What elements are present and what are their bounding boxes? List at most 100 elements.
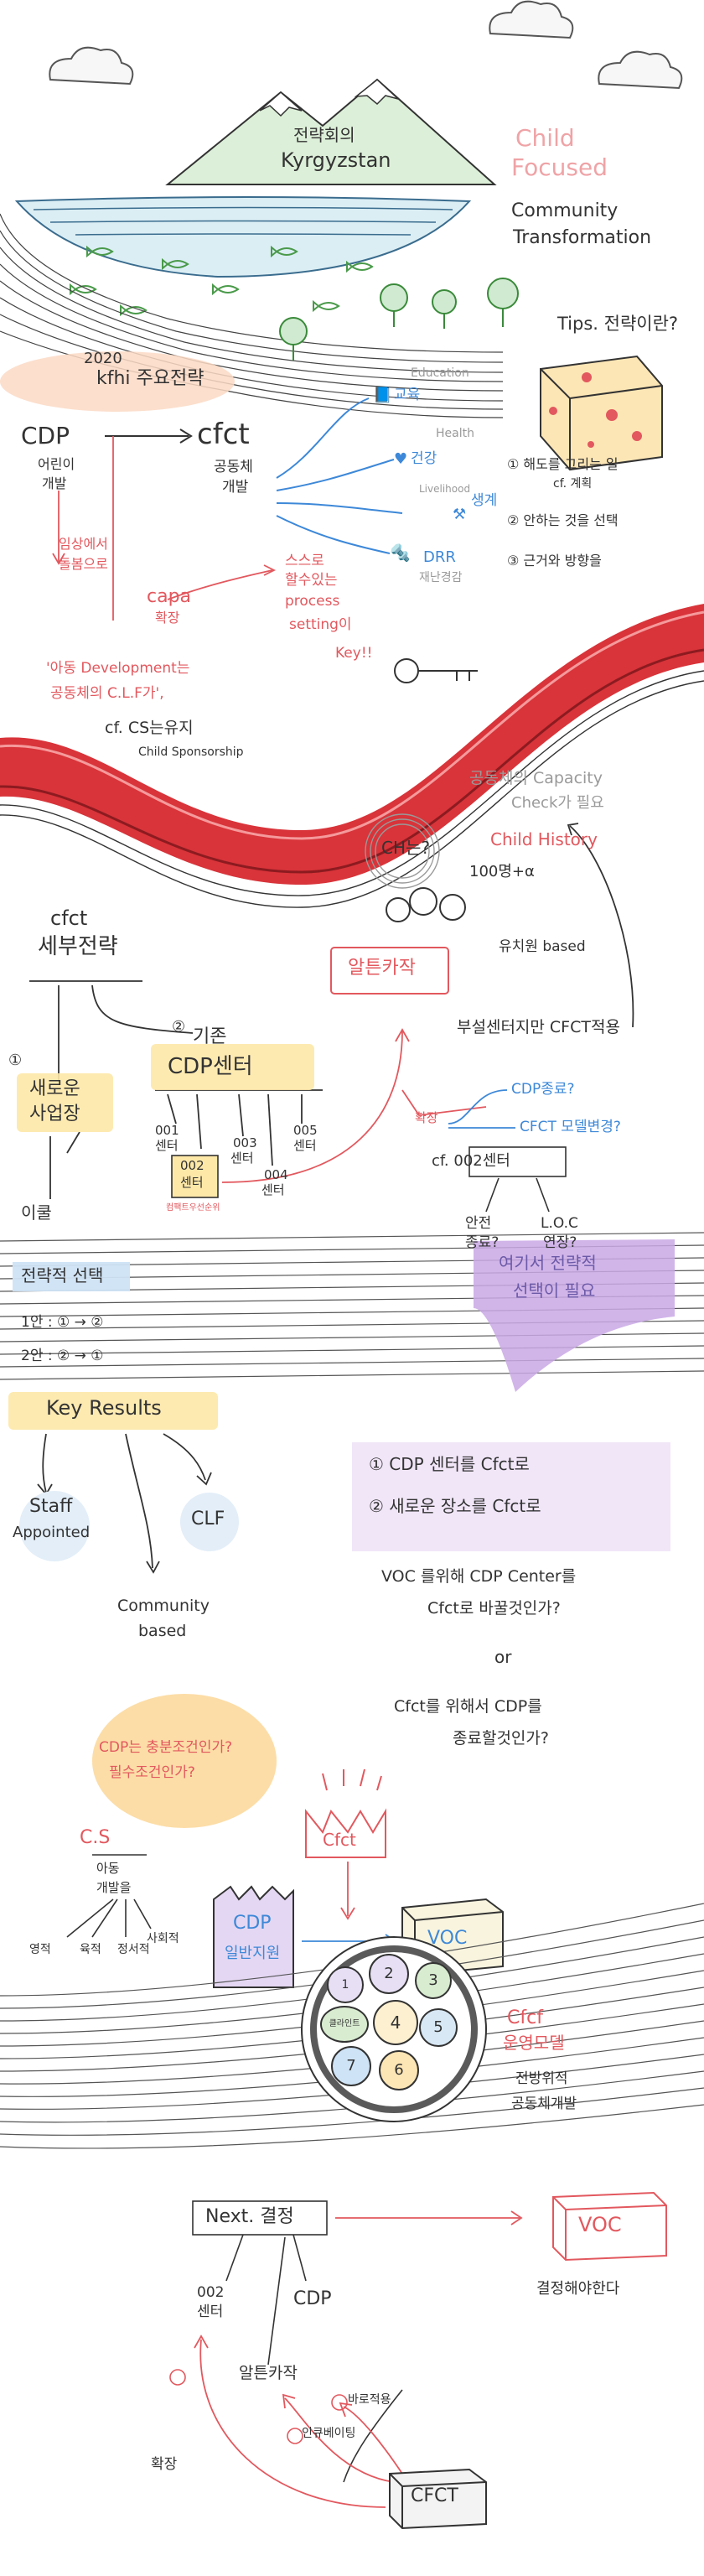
cfct-label: cfct xyxy=(197,418,250,451)
select-title: 전략적 선택 xyxy=(21,1265,104,1285)
next-int: 인큐베이팅 xyxy=(302,2427,356,2440)
highlight xyxy=(8,1392,218,1430)
model-title-2: 운영모델 xyxy=(503,2033,565,2053)
title-ko: 전략회의 xyxy=(293,125,355,145)
title-en: Kyrgyzstan xyxy=(281,148,391,172)
health-icon: ♥ xyxy=(394,450,408,468)
next-002a: 002 xyxy=(197,2284,225,2301)
select-o2: ② 새로운 장소를 Cfct로 xyxy=(369,1496,541,1516)
highlight xyxy=(0,351,235,412)
self-2: 할수있는 xyxy=(285,572,338,589)
cs-cdp-sub: 일반지원 xyxy=(225,1945,281,1962)
cs-l1: 영적 xyxy=(29,1943,51,1956)
health-en: Health xyxy=(436,427,474,440)
tree-icon xyxy=(279,278,519,361)
highlight xyxy=(19,1491,90,1561)
next-voc: VOC xyxy=(578,2213,622,2236)
tip-3: ③ 근거와 방향을 xyxy=(507,553,602,569)
question-2b: 종료할것인가? xyxy=(453,1729,549,1748)
next-title: Next. 결정 xyxy=(205,2206,294,2227)
cs-l2: 육적 xyxy=(80,1943,101,1956)
cs-cdp: CDP xyxy=(233,1913,272,1934)
children-icon xyxy=(386,887,466,922)
select-o1: ① CDP 센터를 Cfct로 xyxy=(369,1454,530,1474)
comm-1: Community xyxy=(117,1597,210,1615)
cheese-icon xyxy=(540,355,663,471)
note-a: 임상에서 xyxy=(59,536,108,552)
altoen-box: 알튼카작 xyxy=(348,958,416,979)
hammer-icon: ⚒ xyxy=(453,506,467,523)
c001b: 센터 xyxy=(155,1138,179,1153)
staff-1: Staff xyxy=(29,1496,73,1517)
health-ko: 건강 xyxy=(411,450,437,467)
yikel: 이쿨 xyxy=(21,1202,52,1223)
book-icon: 📘 xyxy=(373,387,392,404)
kinder-based: 유치원 based xyxy=(499,938,586,955)
edu-ko: 교육 xyxy=(394,387,421,403)
next-decide: 결정해야한다 xyxy=(536,2280,620,2298)
c005a: 005 xyxy=(293,1123,318,1138)
option-1: 1안 : ① → ② xyxy=(21,1314,104,1331)
c004b: 센터 xyxy=(261,1182,285,1197)
highlight xyxy=(92,1694,277,1828)
mountain-icon xyxy=(165,78,497,185)
detail-title-1: cfct xyxy=(50,906,88,930)
highlight xyxy=(330,947,449,995)
drill-icon: 🔩 xyxy=(390,543,411,563)
cloud-icon xyxy=(49,0,683,90)
cfct-change-q: CFCT 모델변경? xyxy=(520,1119,621,1135)
cfct-sub1: 공동체 xyxy=(214,459,253,475)
cs-cfct: Cfct xyxy=(323,1830,356,1850)
model-desc-1: 전방위적 xyxy=(515,2070,568,2087)
self-1: 스스로 xyxy=(285,553,324,569)
strategy-title: kfhi 주요전략 xyxy=(96,368,204,389)
new-num: ① xyxy=(8,1052,23,1069)
cs-l3: 정서적 xyxy=(117,1943,150,1956)
ground-stripes xyxy=(0,213,504,418)
question-2a: Cfct를 위해서 CDP를 xyxy=(394,1697,542,1716)
key-icon xyxy=(394,658,478,683)
cs-voc: VOC xyxy=(427,1928,468,1949)
stop-1: 안전 xyxy=(465,1215,492,1232)
next-expand: 확장 xyxy=(151,2456,178,2473)
highlight xyxy=(213,1885,294,1988)
model-circle-1: 1 xyxy=(327,1966,364,2003)
child-history: Child History xyxy=(490,829,598,849)
self-5: Key!! xyxy=(335,645,373,662)
self-4: setting이 xyxy=(289,616,352,633)
child-focused-1: Child xyxy=(515,124,575,152)
livelihood-en: Livelihood xyxy=(419,483,471,495)
crown-icon xyxy=(305,1808,386,1858)
model-circle-3: 3 xyxy=(415,1962,452,1999)
highlight xyxy=(171,1155,219,1198)
model-circle-5: 5 xyxy=(419,2008,458,2047)
model-title: Cfcf xyxy=(507,2007,543,2028)
kr-clf: CLF xyxy=(191,1509,225,1530)
highlight xyxy=(474,1239,675,1392)
new-2: 사업장 xyxy=(29,1104,80,1124)
model-circle-2: 2 xyxy=(369,1954,409,1994)
option-2: 2안 : ② → ① xyxy=(21,1348,104,1364)
cdp-label: CDP xyxy=(21,422,70,449)
capacity-1: 공동체의 Capacity xyxy=(469,769,603,787)
loc-2: 연장? xyxy=(543,1234,577,1251)
exist: 기존 xyxy=(193,1026,227,1047)
c003a: 003 xyxy=(233,1135,257,1150)
highlight xyxy=(352,1442,670,1551)
cfct-box-icon xyxy=(389,2468,487,2530)
cond-2: 필수조건인가? xyxy=(109,1764,195,1781)
capa-2: 확장 xyxy=(155,610,180,626)
loc-1: L.O.C xyxy=(541,1215,578,1232)
c004a: 004 xyxy=(264,1167,288,1182)
model-circle-4: 4 xyxy=(373,2000,418,2045)
cfct-sub2: 개발 xyxy=(222,479,249,496)
cdp-end-q: CDP종료? xyxy=(511,1081,575,1098)
next-cdp: CDP xyxy=(293,2288,332,2309)
need-2: 선택이 필요 xyxy=(513,1280,596,1301)
c002a: 002 xyxy=(180,1158,204,1173)
c002b: 센터 xyxy=(180,1175,204,1190)
model-circle-6: 6 xyxy=(379,2050,419,2090)
c003b: 센터 xyxy=(230,1150,254,1166)
c005b: 센터 xyxy=(293,1138,317,1153)
comm-2: based xyxy=(138,1622,187,1640)
